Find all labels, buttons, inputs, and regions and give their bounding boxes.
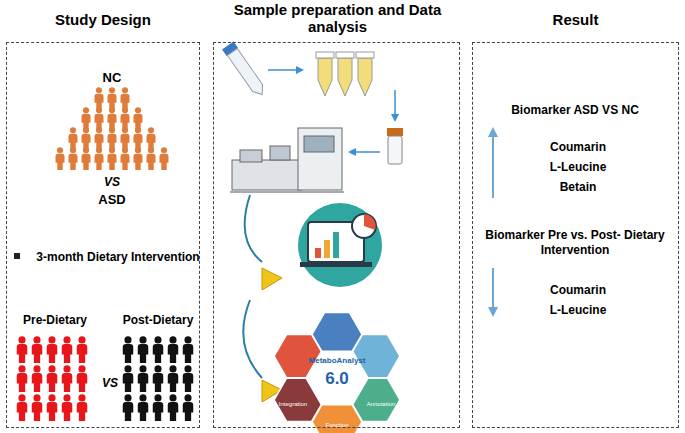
text-label: 6.0 bbox=[325, 369, 349, 389]
person-icon bbox=[153, 336, 164, 363]
text-label: Biomarker Pre vs. Post- Dietary Interven… bbox=[483, 228, 668, 258]
person-icon bbox=[134, 147, 143, 170]
person-icon bbox=[69, 127, 78, 150]
person-icon bbox=[47, 336, 58, 363]
person-icon bbox=[134, 107, 143, 130]
person-icon bbox=[183, 394, 194, 421]
text-label: Annotation bbox=[367, 400, 396, 409]
panel-heading: Sample preparation and Data analysis bbox=[228, 1, 448, 35]
person-icon bbox=[147, 147, 156, 170]
person-icon bbox=[147, 127, 156, 150]
person-icon bbox=[95, 107, 104, 130]
person-icon bbox=[17, 336, 28, 363]
panel-heading: Result bbox=[473, 11, 678, 28]
person-icon bbox=[123, 336, 134, 363]
flow-arrow bbox=[268, 69, 300, 71]
person-icon bbox=[95, 147, 104, 170]
person-icon bbox=[108, 87, 117, 110]
text-label: Post-Dietary bbox=[123, 313, 194, 328]
person-icon bbox=[108, 127, 117, 150]
metaboanalyst-logo bbox=[274, 313, 400, 433]
person-icon bbox=[123, 394, 134, 421]
person-icon bbox=[82, 147, 91, 170]
text-label: 3-month Dietary Intervention bbox=[36, 250, 199, 265]
person-icon bbox=[56, 147, 65, 170]
person-icon bbox=[168, 394, 179, 421]
person-icon bbox=[32, 336, 43, 363]
person-icon bbox=[121, 147, 130, 170]
person-icon bbox=[138, 394, 149, 421]
person-icon bbox=[77, 336, 88, 363]
bullet bbox=[14, 253, 20, 259]
person-icon bbox=[168, 336, 179, 363]
text-label: Function bbox=[325, 421, 348, 430]
text-label: NC bbox=[103, 70, 122, 86]
person-icon bbox=[168, 365, 179, 392]
down-arrow bbox=[492, 268, 494, 312]
person-icon bbox=[82, 107, 91, 130]
person-icon bbox=[121, 107, 130, 130]
mass-spectrometer bbox=[230, 128, 344, 192]
person-icon bbox=[138, 365, 149, 392]
person-icon bbox=[32, 365, 43, 392]
person-icon bbox=[77, 394, 88, 421]
person-icon bbox=[82, 127, 91, 150]
person-icon bbox=[134, 127, 143, 150]
triangle-marker bbox=[262, 268, 282, 290]
person-icon bbox=[62, 394, 73, 421]
text-label: VS bbox=[102, 376, 118, 391]
text-label: L-Leucine bbox=[550, 160, 607, 175]
person-icon bbox=[138, 336, 149, 363]
person-icon bbox=[47, 365, 58, 392]
panel: Study Design bbox=[6, 42, 200, 428]
person-icon bbox=[121, 87, 130, 110]
person-icon bbox=[62, 365, 73, 392]
text-label: Biomarker ASD VS NC bbox=[511, 103, 639, 118]
vial bbox=[387, 128, 403, 164]
person-icon bbox=[153, 365, 164, 392]
eppendorf-tubes bbox=[316, 52, 374, 96]
text-label: Betain bbox=[560, 180, 597, 195]
dashboard-icon bbox=[298, 203, 382, 287]
panel-heading: Study Design bbox=[7, 11, 199, 28]
text-label: Integration bbox=[279, 400, 307, 409]
person-icon bbox=[69, 147, 78, 170]
person-icon bbox=[153, 394, 164, 421]
person-icon bbox=[183, 336, 194, 363]
text-label: Pre-Dietary bbox=[23, 313, 87, 328]
text-label: MetaboAnalyst bbox=[309, 355, 366, 366]
person-icon bbox=[121, 127, 130, 150]
falcon-tube bbox=[222, 41, 268, 98]
text-label: L-Leucine bbox=[550, 303, 607, 318]
person-icon bbox=[108, 147, 117, 170]
flow-arrow bbox=[394, 90, 396, 118]
text-label: Coumarin bbox=[550, 140, 606, 155]
text-label: Coumarin bbox=[550, 283, 606, 298]
person-icon bbox=[95, 87, 104, 110]
person-icon bbox=[95, 127, 104, 150]
person-icon bbox=[77, 365, 88, 392]
text-label: VS bbox=[104, 175, 120, 190]
person-icon bbox=[160, 147, 169, 170]
flow-arrow bbox=[352, 151, 380, 153]
flow-arrow bbox=[245, 195, 262, 262]
person-icon bbox=[183, 365, 194, 392]
person-icon bbox=[47, 394, 58, 421]
person-icon bbox=[17, 365, 28, 392]
person-icon bbox=[108, 107, 117, 130]
flow-arrow bbox=[243, 300, 262, 378]
text-label: ASD bbox=[98, 192, 125, 208]
person-icon bbox=[123, 365, 134, 392]
person-icon bbox=[32, 394, 43, 421]
person-icon bbox=[17, 394, 28, 421]
up-arrow bbox=[492, 132, 494, 198]
person-icon bbox=[62, 336, 73, 363]
